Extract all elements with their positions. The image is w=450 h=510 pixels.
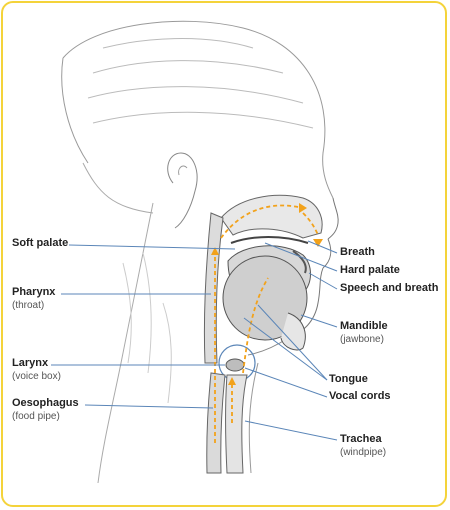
mandible-shape bbox=[280, 312, 306, 351]
label-larynx: Larynx (voice box) bbox=[12, 357, 61, 383]
label-speech-breath: Speech and breath bbox=[340, 282, 438, 295]
label-pharynx-title: Pharynx bbox=[12, 286, 56, 298]
head-sketch bbox=[61, 20, 339, 484]
leader-trachea bbox=[244, 420, 338, 441]
label-vocal-cords-title: Vocal cords bbox=[329, 390, 391, 402]
trachea-tube bbox=[225, 374, 248, 474]
tongue-shape bbox=[222, 255, 308, 341]
label-trachea-sub: (windpipe) bbox=[340, 447, 387, 458]
label-pharynx-sub: (throat) bbox=[12, 300, 45, 311]
leader-lines bbox=[51, 240, 338, 441]
label-breath-title: Breath bbox=[340, 246, 375, 258]
leader-tongue-1 bbox=[257, 304, 328, 381]
label-mandible-title: Mandible bbox=[340, 320, 388, 332]
leader-vocal-cords bbox=[244, 367, 328, 398]
label-mandible-sub: (jawbone) bbox=[340, 334, 384, 345]
label-pharynx: Pharynx (throat) bbox=[12, 286, 55, 312]
oesophagus-tube bbox=[206, 372, 226, 474]
label-oesophagus: Oesophagus (food pipe) bbox=[12, 397, 79, 423]
label-breath: Breath bbox=[340, 246, 375, 259]
label-vocal-cords: Vocal cords bbox=[329, 390, 391, 403]
label-soft-palate: Soft palate bbox=[12, 237, 68, 250]
leader-oesophagus bbox=[84, 404, 214, 409]
label-tongue-title: Tongue bbox=[329, 373, 368, 385]
label-larynx-title: Larynx bbox=[12, 357, 49, 369]
hard-palate-shape bbox=[230, 236, 309, 244]
leader-soft-palate bbox=[68, 244, 236, 250]
airflow-arrowheads bbox=[211, 203, 323, 385]
label-trachea: Trachea (windpipe) bbox=[340, 433, 386, 459]
vocal-cords-shape bbox=[225, 358, 245, 372]
label-larynx-sub: (voice box) bbox=[12, 371, 61, 382]
label-mandible: Mandible (jawbone) bbox=[340, 320, 388, 346]
label-speech-breath-title: Speech and breath bbox=[340, 282, 439, 294]
label-hard-palate-title: Hard palate bbox=[340, 264, 400, 276]
leader-mandible bbox=[300, 314, 338, 328]
airway-section bbox=[203, 194, 323, 474]
label-oesophagus-title: Oesophagus bbox=[12, 397, 79, 409]
label-oesophagus-sub: (food pipe) bbox=[12, 411, 60, 422]
label-hard-palate: Hard palate bbox=[340, 264, 400, 277]
label-tongue: Tongue bbox=[329, 373, 368, 386]
label-trachea-title: Trachea bbox=[340, 433, 382, 445]
label-soft-palate-title: Soft palate bbox=[12, 237, 69, 249]
leader-tongue-2 bbox=[243, 317, 328, 381]
leader-speech-breath bbox=[308, 272, 338, 290]
leader-breath bbox=[307, 240, 338, 254]
airflow-arrows bbox=[214, 204, 319, 443]
head-illustration bbox=[51, 20, 339, 484]
leader-hard-palate bbox=[264, 242, 338, 272]
